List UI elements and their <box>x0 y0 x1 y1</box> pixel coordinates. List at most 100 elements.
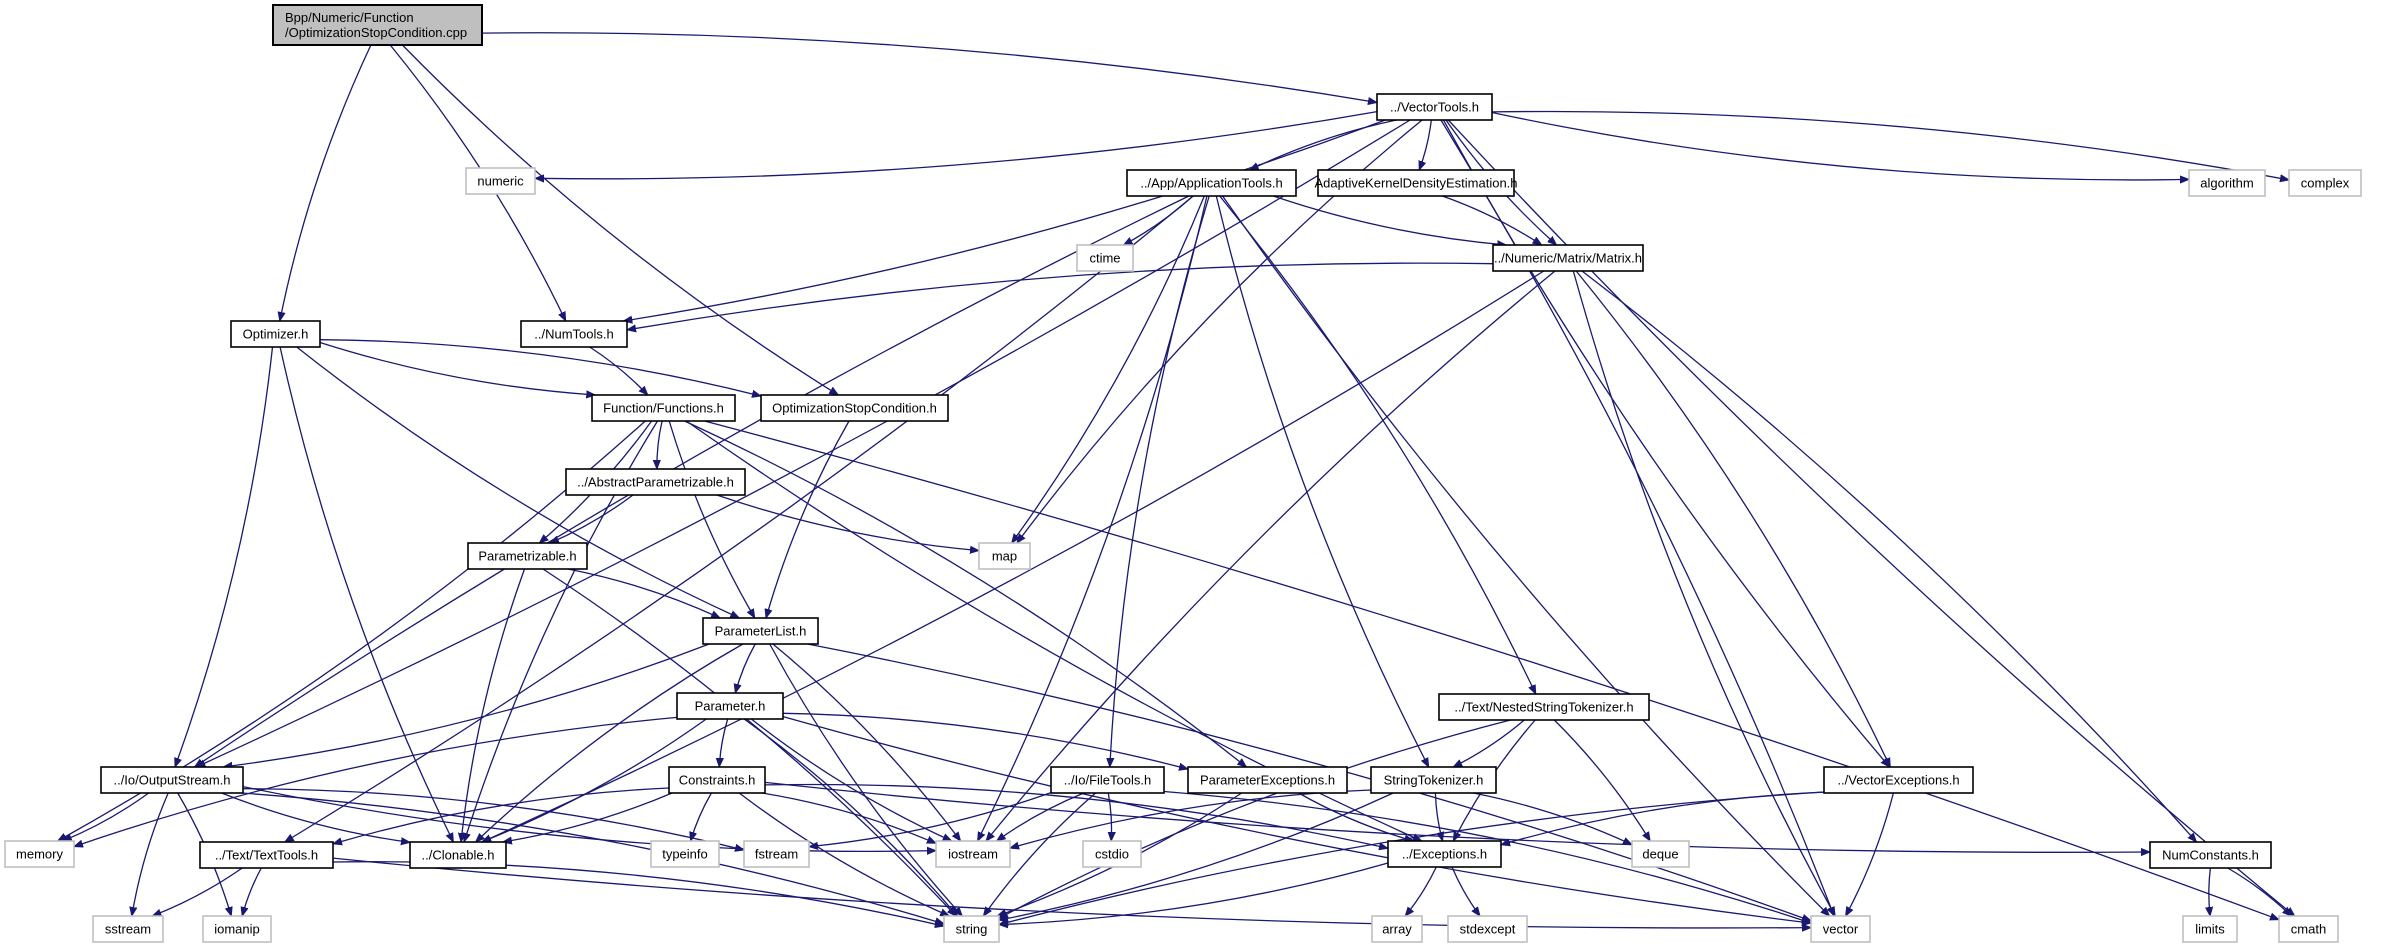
node-optstop[interactable]: OptimizationStopCondition.h <box>760 394 949 422</box>
edge-vectortools-to-apptools <box>1250 119 1397 171</box>
node-label: ../AbstractParametrizable.h <box>577 475 734 490</box>
node-label: ../Io/FileTools.h <box>1064 773 1151 788</box>
edge-akde-to-matrix <box>1442 195 1541 245</box>
edge-apptools-to-vector <box>1221 195 1830 916</box>
node-label: ../Exceptions.h <box>1402 847 1487 862</box>
node-exceptions[interactable]: ../Exceptions.h <box>1387 840 1502 868</box>
edge-parameter-to-clonable <box>482 718 707 843</box>
node-label: complex <box>2301 176 2350 191</box>
node-box <box>2149 841 2272 869</box>
node-label: ../Clonable.h <box>422 848 495 863</box>
edge-apptools-to-filetools <box>1110 195 1210 767</box>
node-filetools[interactable]: ../Io/FileTools.h <box>1050 766 1165 794</box>
node-box <box>1082 840 1142 868</box>
edge-vectortools-to-algorithm <box>1491 111 2189 180</box>
node-label: StringTokenizer.h <box>1384 773 1484 788</box>
node-matrix[interactable]: ../Numeric/Matrix/Matrix.h <box>1492 244 1644 272</box>
node-parametrizable[interactable]: Parametrizable.h <box>467 542 588 570</box>
edge-abstractparam-to-parametrizable <box>550 494 634 544</box>
node-box <box>1370 766 1497 794</box>
nodes-layer: Bpp/Numeric/Function/OptimizationStopCon… <box>4 4 2362 943</box>
node-box <box>199 841 334 869</box>
node-root[interactable]: Bpp/Numeric/Function/OptimizationStopCon… <box>272 4 483 46</box>
edge-optimizer-to-clonable <box>279 346 454 842</box>
node-box <box>1317 169 1515 197</box>
node-numtools[interactable]: ../NumTools.h <box>520 320 628 348</box>
node-box <box>1447 915 1528 943</box>
edge-constraints-to-typeinfo <box>691 792 712 841</box>
node-label: AdaptiveKernelDensityEstimation.h <box>1314 176 1517 191</box>
edge-stringtok-to-string <box>999 792 1394 920</box>
node-box <box>743 840 810 868</box>
node-label: ../NumTools.h <box>534 327 613 342</box>
edge-matrix-to-vectorexc <box>1575 270 1891 767</box>
node-vectorexc[interactable]: ../VectorExceptions.h <box>1823 766 1974 794</box>
node-cstdio: cstdio <box>1082 840 1142 868</box>
edge-stringtok-to-deque <box>1473 792 1632 846</box>
node-optimizer[interactable]: Optimizer.h <box>230 320 321 348</box>
node-box <box>943 915 1000 943</box>
node-box <box>272 4 483 46</box>
node-nestedtok[interactable]: ../Text/NestedStringTokenizer.h <box>1438 693 1650 721</box>
node-box <box>591 394 736 422</box>
node-label: Parameter.h <box>695 699 766 714</box>
node-array: array <box>1371 915 1423 943</box>
edge-nestedtok-to-stringtok <box>1453 719 1525 768</box>
node-box <box>702 617 819 645</box>
node-label: iomanip <box>214 922 260 937</box>
node-abstractparam[interactable]: ../AbstractParametrizable.h <box>565 468 746 496</box>
node-memory: memory <box>4 840 75 868</box>
node-box <box>1823 766 1974 794</box>
edge-outputstream-to-memory <box>63 792 150 842</box>
edge-outputstream-to-iostream <box>242 785 936 852</box>
node-box <box>1076 244 1134 272</box>
node-box <box>1050 766 1165 794</box>
node-outputstream[interactable]: ../Io/OutputStream.h <box>100 766 244 794</box>
node-algorithm: algorithm <box>2188 169 2266 197</box>
node-label: vector <box>1823 922 1859 937</box>
edge-constraints-to-clonable <box>503 792 673 842</box>
node-label: ../Text/NestedStringTokenizer.h <box>1454 700 1633 715</box>
edge-apptools-to-stringtok <box>1215 195 1430 767</box>
edge-matrix-to-clonable <box>482 270 1545 843</box>
node-clonable[interactable]: ../Clonable.h <box>409 841 507 869</box>
edge-filetools-to-cstdio <box>1108 792 1111 841</box>
node-vectortools[interactable]: ../VectorTools.h <box>1376 93 1493 121</box>
edge-vectorexc-to-vector <box>1845 792 1895 916</box>
edge-texttools-to-vector <box>332 857 1811 928</box>
edge-stringtok-to-iostream <box>1010 789 1372 848</box>
node-label: ../Numeric/Matrix/Matrix.h <box>1494 251 1642 266</box>
node-box <box>2288 169 2362 197</box>
edge-functions-to-cmath <box>704 420 2280 920</box>
node-vector: vector <box>1810 915 1871 943</box>
node-iomanip: iomanip <box>202 915 272 943</box>
node-stringtok[interactable]: StringTokenizer.h <box>1370 766 1497 794</box>
node-box <box>1376 93 1493 121</box>
edge-vectortools-to-akde <box>1419 119 1432 170</box>
node-box <box>650 840 720 868</box>
edge-parametrizable-to-paramlist <box>567 568 720 619</box>
node-constraints[interactable]: Constraints.h <box>668 766 766 794</box>
node-apptools[interactable]: ../App/ApplicationTools.h <box>1126 169 1297 197</box>
node-label: ../Io/OutputStream.h <box>113 773 230 788</box>
node-label: cmath <box>2291 922 2326 937</box>
edge-matrix-to-iostream <box>986 270 1556 841</box>
edge-abstractparam-to-map <box>716 494 979 551</box>
node-paramexc[interactable]: ParameterExceptions.h <box>1187 766 1348 794</box>
node-box <box>520 320 628 348</box>
edge-apptools-to-matrix <box>1273 195 1506 245</box>
node-paramlist[interactable]: ParameterList.h <box>702 617 819 645</box>
node-texttools[interactable]: ../Text/TextTools.h <box>199 841 334 869</box>
node-parameter[interactable]: Parameter.h <box>676 692 784 720</box>
node-numeric: numeric <box>465 167 536 195</box>
edge-matrix-to-numconstants <box>1581 270 2197 842</box>
node-map: map <box>978 542 1031 570</box>
node-numconstants[interactable]: NumConstants.h <box>2149 841 2272 869</box>
edge-vectortools-to-numtools <box>623 119 1386 321</box>
node-box <box>760 394 949 422</box>
node-akde[interactable]: AdaptiveKernelDensityEstimation.h <box>1314 169 1518 197</box>
edge-texttools-to-sstream <box>152 867 243 917</box>
node-functions[interactable]: Function/Functions.h <box>591 394 736 422</box>
edge-filetools-to-vector <box>1163 790 1811 924</box>
edge-nestedtok-to-string <box>999 719 1511 919</box>
